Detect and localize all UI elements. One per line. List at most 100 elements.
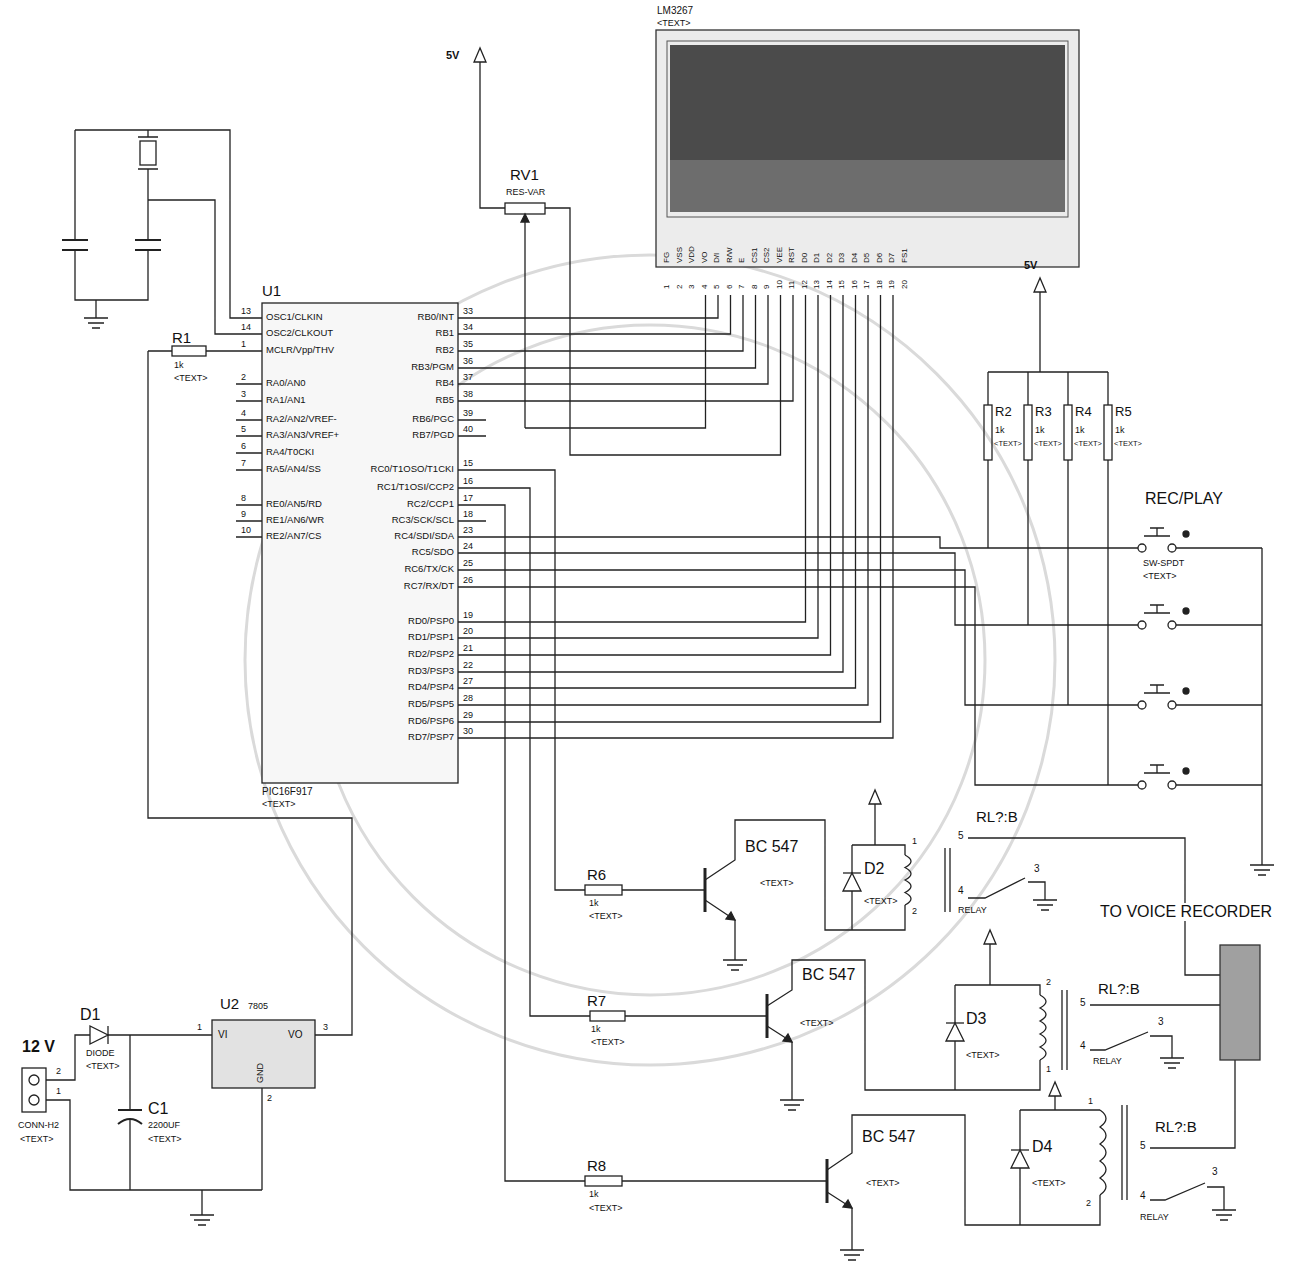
pin-number: 3: [1158, 1016, 1164, 1028]
pin-name: RST: [788, 247, 796, 263]
power-arrow: [474, 48, 486, 62]
pin-name: RB5: [436, 395, 454, 406]
transistor-symbol: [843, 1200, 852, 1208]
pin-name: VDD: [688, 246, 696, 263]
pin-name: VI: [218, 1029, 227, 1041]
pin-name: RD2/PSP2: [408, 649, 454, 660]
pin-name: RB3/PGM: [411, 362, 454, 373]
relay-core: [1122, 1105, 1127, 1200]
text-placeholder: <TEXT>: [864, 896, 898, 906]
wire: [486, 295, 881, 722]
wire: [625, 944, 1220, 1100]
text-placeholder: <TEXT>: [1074, 440, 1102, 449]
heading: TO VOICE RECORDER: [1100, 903, 1272, 921]
pin-number: 6: [726, 285, 734, 289]
pin-name: VO: [288, 1029, 302, 1041]
pin-name: RB4: [436, 378, 454, 389]
pin-name: D5: [863, 253, 871, 263]
ground-symbol: [723, 900, 1057, 970]
pin-number: 1: [56, 1086, 61, 1096]
pin-name: RD3/PSP3: [408, 666, 454, 677]
pin-name: RE1/AN6/WR: [266, 515, 324, 526]
resistor-symbol: [984, 405, 992, 460]
resistor-symbol: [585, 885, 622, 895]
text-placeholder: <TEXT>: [262, 799, 296, 809]
text-placeholder: <TEXT>: [589, 911, 623, 921]
switch-contact: [1168, 781, 1176, 789]
pin-name: RB7/PGD: [412, 430, 454, 441]
switch-contact: [1138, 781, 1146, 789]
wire: [988, 292, 1108, 785]
text-placeholder: <TEXT>: [174, 373, 208, 383]
wire: [486, 295, 731, 334]
pin-number: 21: [463, 643, 473, 653]
wiper-arrow: [521, 214, 529, 222]
pin-name: GND: [256, 1063, 265, 1083]
text-placeholder: <TEXT>: [994, 440, 1022, 449]
pin-name: RD5/PSP5: [408, 699, 454, 710]
pin-number: 34: [463, 322, 473, 332]
pin-number: 20: [901, 280, 909, 289]
relay-core: [945, 848, 950, 912]
diode-symbol: [946, 1023, 964, 1041]
pin-number: 36: [463, 356, 473, 366]
pin-number: 26: [463, 575, 473, 585]
pin-name: R/W: [726, 247, 734, 263]
pin-number: 20: [463, 626, 473, 636]
pin-number: 11: [788, 281, 796, 289]
resistor-symbol: [590, 1011, 625, 1021]
pin-number: 8: [241, 493, 246, 503]
switch-contact: [1168, 701, 1176, 709]
pin-name: RB6/PGC: [412, 414, 454, 425]
pin-name: RD7/PSP7: [408, 732, 454, 743]
pin-number: 4: [1140, 1190, 1146, 1202]
text-placeholder: <TEXT>: [1032, 1178, 1066, 1188]
ground-symbol: [1250, 865, 1274, 875]
part-value: 7805: [248, 1001, 268, 1011]
pin-number: 3: [1034, 863, 1040, 875]
pin-number: 9: [241, 509, 246, 519]
pin-number: 2: [676, 285, 684, 289]
pin-number: 4: [1080, 1040, 1086, 1052]
part-label: D3: [966, 1010, 986, 1028]
switch-contact: [1168, 621, 1176, 629]
switch-contact: [1138, 701, 1146, 709]
pin-name: VO: [701, 251, 709, 263]
pin-number: 23: [463, 525, 473, 535]
wire: [486, 295, 893, 738]
watermark-ring: [245, 255, 1055, 1065]
part-label: R2: [995, 405, 1012, 420]
power-arrow: [984, 930, 996, 944]
pin-number: 5: [713, 285, 721, 289]
wire: [486, 295, 756, 368]
pin-name: FS1: [901, 248, 909, 263]
pin-number: 40: [463, 424, 473, 434]
pin-name: RB1: [436, 328, 454, 339]
part-label: RL?:B: [976, 808, 1018, 825]
pin-name: RB2: [436, 345, 454, 356]
potentiometer-symbol: [505, 203, 545, 214]
pin-name: OSC1/CLKIN: [266, 312, 323, 323]
pin-name: E: [738, 258, 746, 263]
pin-name: CS2: [763, 247, 771, 263]
lcd-screen: [670, 45, 1065, 160]
pin-number: 16: [463, 476, 473, 486]
part-label: BC 547: [745, 838, 798, 856]
pin-number: 13: [241, 306, 251, 316]
relay-core: [1062, 990, 1067, 1070]
pin-number: 5: [241, 424, 246, 434]
part-label: 5V: [446, 49, 459, 62]
pin-number: 10: [776, 280, 784, 289]
pin-number: 13: [813, 280, 821, 289]
diode-symbol: [843, 873, 861, 891]
switch-dot: [1183, 531, 1189, 537]
part-label: D4: [1032, 1138, 1052, 1156]
ground-symbol: [190, 1215, 214, 1225]
pin-number: 4: [241, 408, 246, 418]
lcd-bezel: [667, 41, 1068, 217]
wire: [486, 295, 793, 401]
wire: [75, 130, 236, 334]
pin-name: D6: [876, 253, 884, 263]
connector-pin: [29, 1095, 39, 1105]
